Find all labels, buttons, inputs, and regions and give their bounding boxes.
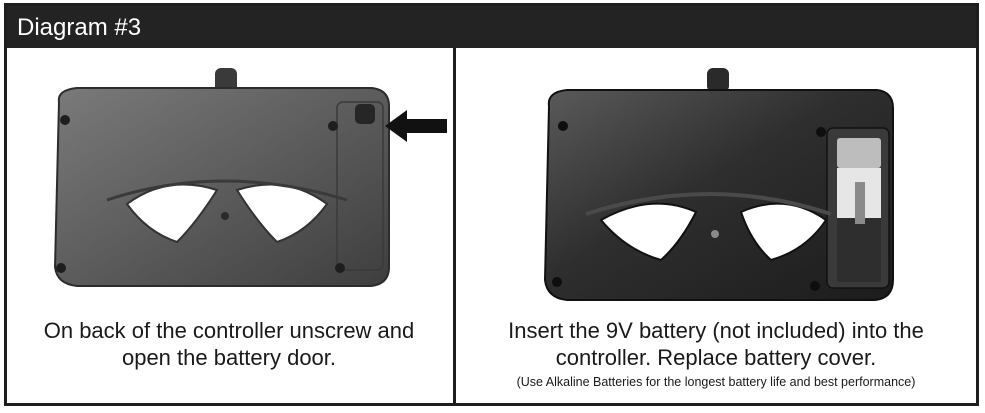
right-panel: Insert the 9V battery (not included) int… bbox=[456, 48, 976, 406]
left-arrow-icon bbox=[385, 110, 447, 142]
diagram-frame: Diagram #3 bbox=[4, 3, 979, 406]
controller-back-image bbox=[53, 68, 390, 287]
right-caption: Insert the 9V battery (not included) int… bbox=[456, 317, 976, 371]
left-caption: On back of the controller unscrew and op… bbox=[11, 317, 447, 371]
right-caption-line1: Insert the 9V battery (not included) int… bbox=[508, 318, 924, 343]
diagram-header: Diagram #3 bbox=[7, 6, 976, 48]
panel-divider bbox=[453, 48, 456, 406]
right-caption-line2: controller. Replace battery cover. bbox=[555, 345, 877, 370]
controller-battery-image bbox=[543, 68, 894, 301]
left-caption-line2: open the battery door. bbox=[121, 345, 337, 370]
diagram-title: Diagram #3 bbox=[17, 14, 142, 41]
left-panel: On back of the controller unscrew and op… bbox=[7, 48, 453, 406]
left-caption-line1: On back of the controller unscrew and bbox=[43, 318, 415, 343]
battery-note: (Use Alkaline Batteries for the longest … bbox=[516, 375, 916, 389]
